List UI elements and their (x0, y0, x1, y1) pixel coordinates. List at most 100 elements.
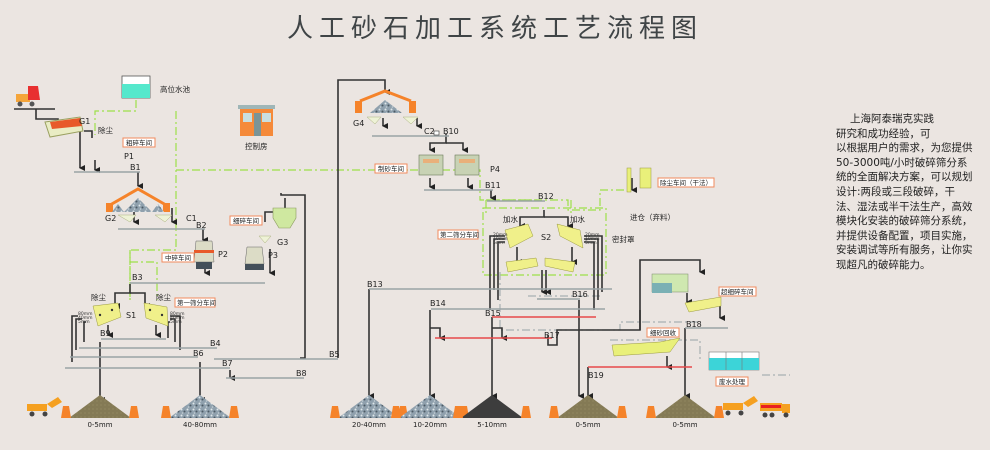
code-b4: B4 (210, 339, 221, 348)
svg-text:细碎车间: 细碎车间 (233, 216, 259, 225)
retaining-wall (129, 406, 139, 418)
intro-line: 法、湿法或半干法生产，高效 (836, 200, 973, 213)
workshop-tag-dust-dry: 除尘车间（干法） (657, 177, 715, 188)
retaining-wall (61, 406, 71, 418)
intro-line: 现超凡的破碎能力。 (836, 258, 931, 271)
intro-line: 设计:两段或三段破碎，干 (836, 185, 956, 198)
svg-text:40mm: 40mm (78, 315, 93, 321)
intro-line: 安装调试等所有服务，让你实 (836, 244, 973, 257)
code-b2: B2 (196, 221, 207, 230)
retaining-wall (646, 406, 656, 418)
cone-crusher-p3 (244, 246, 265, 270)
retaining-wall (714, 406, 724, 418)
s2-size-labels: 20mm 10mm 5mm 20mm 10mm 5mm (493, 232, 600, 246)
intro-text: 上海阿泰瑞克实践 研究和成功经验，可 以根据用户的需求，为您提供 50-3000… (836, 112, 986, 273)
retaining-wall (617, 406, 627, 418)
stockpile-g2 (106, 187, 173, 223)
code-b14: B14 (430, 299, 446, 308)
svg-text:80mm: 80mm (78, 311, 93, 317)
svg-text:超细碎车间: 超细碎车间 (721, 287, 754, 296)
product-size-label: 10-20mm (413, 421, 447, 429)
sealed-cover-label: 密封罩 (612, 234, 635, 244)
svg-text:5mm: 5mm (585, 240, 597, 246)
svg-text:10mm: 10mm (493, 236, 508, 242)
svg-text:5mm: 5mm (78, 319, 90, 325)
code-c2: C2 (424, 127, 435, 136)
svg-text:第一筛分车间: 第一筛分车间 (177, 298, 216, 307)
water-tank-label: 高位水池 (160, 84, 190, 94)
workshop-tag-coarse: 粗碎车间 (122, 137, 156, 148)
code-s2: S2 (541, 233, 551, 242)
svg-text:第二筛分车间: 第二筛分车间 (440, 230, 479, 239)
svg-text:粗碎车间: 粗碎车间 (126, 138, 152, 147)
svg-text:细砂回收: 细砂回收 (650, 328, 677, 337)
intro-line: 模块化安装的破碎筛分系统， (836, 215, 973, 228)
code-g4: G4 (353, 119, 364, 128)
code-b3: B3 (132, 273, 143, 282)
retaining-wall (391, 406, 401, 418)
workshop-tag-wastewater: 废水处理 (715, 376, 749, 387)
code-b6: B6 (193, 349, 204, 358)
workshop-tag-medium: 中碎车间 (161, 252, 195, 263)
code-b5: B5 (329, 350, 340, 359)
dust-collector-icon (626, 167, 652, 193)
fine-sand-recovery-machine (611, 337, 681, 357)
belt-conveyors (65, 135, 728, 379)
retaining-wall (330, 406, 340, 418)
code-b7: B7 (222, 359, 233, 368)
code-b18: B18 (686, 320, 702, 329)
retaining-wall (229, 406, 239, 418)
cone-crusher-p2 (193, 240, 215, 269)
svg-text:废水处理: 废水处理 (719, 377, 746, 386)
svg-text:40mm: 40mm (170, 315, 185, 321)
svg-text:80mm: 80mm (170, 311, 185, 317)
workshop-tag-sand-making: 制砂车间 (374, 163, 408, 174)
workshop-tag-fine: 细碎车间 (229, 215, 263, 226)
svg-text:除尘车间（干法）: 除尘车间（干法） (660, 178, 712, 187)
stockpile-gravel (161, 395, 239, 418)
code-p4: P4 (490, 165, 500, 174)
code-b8: B8 (296, 369, 307, 378)
retaining-wall (521, 406, 531, 418)
product-size-label: 0-5mm (672, 421, 697, 429)
dust-removal-label: 除尘 (156, 292, 171, 302)
code-p2: P2 (218, 250, 228, 259)
intro-line: 研究和成功经验，可 (836, 127, 931, 140)
wastewater-tank-icon (708, 351, 760, 371)
code-b11: B11 (485, 181, 501, 190)
dump-truck-icon (16, 86, 40, 107)
intro-line: 以根据用户的需求，为您提供 (836, 142, 973, 155)
control-room-label: 控制房 (245, 141, 268, 151)
code-b15: B15 (485, 309, 501, 318)
code-b1: B1 (130, 163, 141, 172)
s1-size-labels: 80mm 40mm 5mm 80mm 40mm 5mm (78, 311, 185, 325)
intro-line: 统的全面解决方案，可以规划 (836, 171, 973, 184)
code-b9: B9 (100, 329, 111, 338)
retaining-wall (453, 406, 463, 418)
stockpile-g4 (355, 89, 440, 136)
dust-removal-label: 除尘 (98, 125, 113, 135)
code-p1: P1 (124, 152, 134, 161)
intro-line: 上海阿泰瑞克实践 (850, 113, 934, 125)
svg-text:5mm: 5mm (493, 240, 505, 246)
code-g3: G3 (277, 238, 288, 247)
retaining-wall (161, 406, 171, 418)
product-size-label: 40-80mm (183, 421, 217, 429)
svg-text:10mm: 10mm (585, 236, 600, 242)
vibrating-feeder-g1 (44, 116, 84, 138)
retaining-wall (549, 406, 559, 418)
workshop-tag-ultrafine: 超细碎车间 (718, 286, 757, 297)
code-p3: P3 (268, 251, 278, 260)
code-g1: G1 (79, 117, 90, 126)
product-size-label: 20-40mm (352, 421, 386, 429)
workshop-tag-screen2: 第二筛分车间 (437, 229, 479, 240)
screen-s2 (504, 223, 584, 273)
product-stockpiles (61, 395, 724, 418)
svg-text:20mm: 20mm (493, 232, 508, 238)
stockpile-dark (453, 395, 531, 418)
product-size-label: 5-10mm (477, 421, 507, 429)
water-supply-lines (94, 100, 632, 300)
stockpile-sand (646, 395, 724, 418)
